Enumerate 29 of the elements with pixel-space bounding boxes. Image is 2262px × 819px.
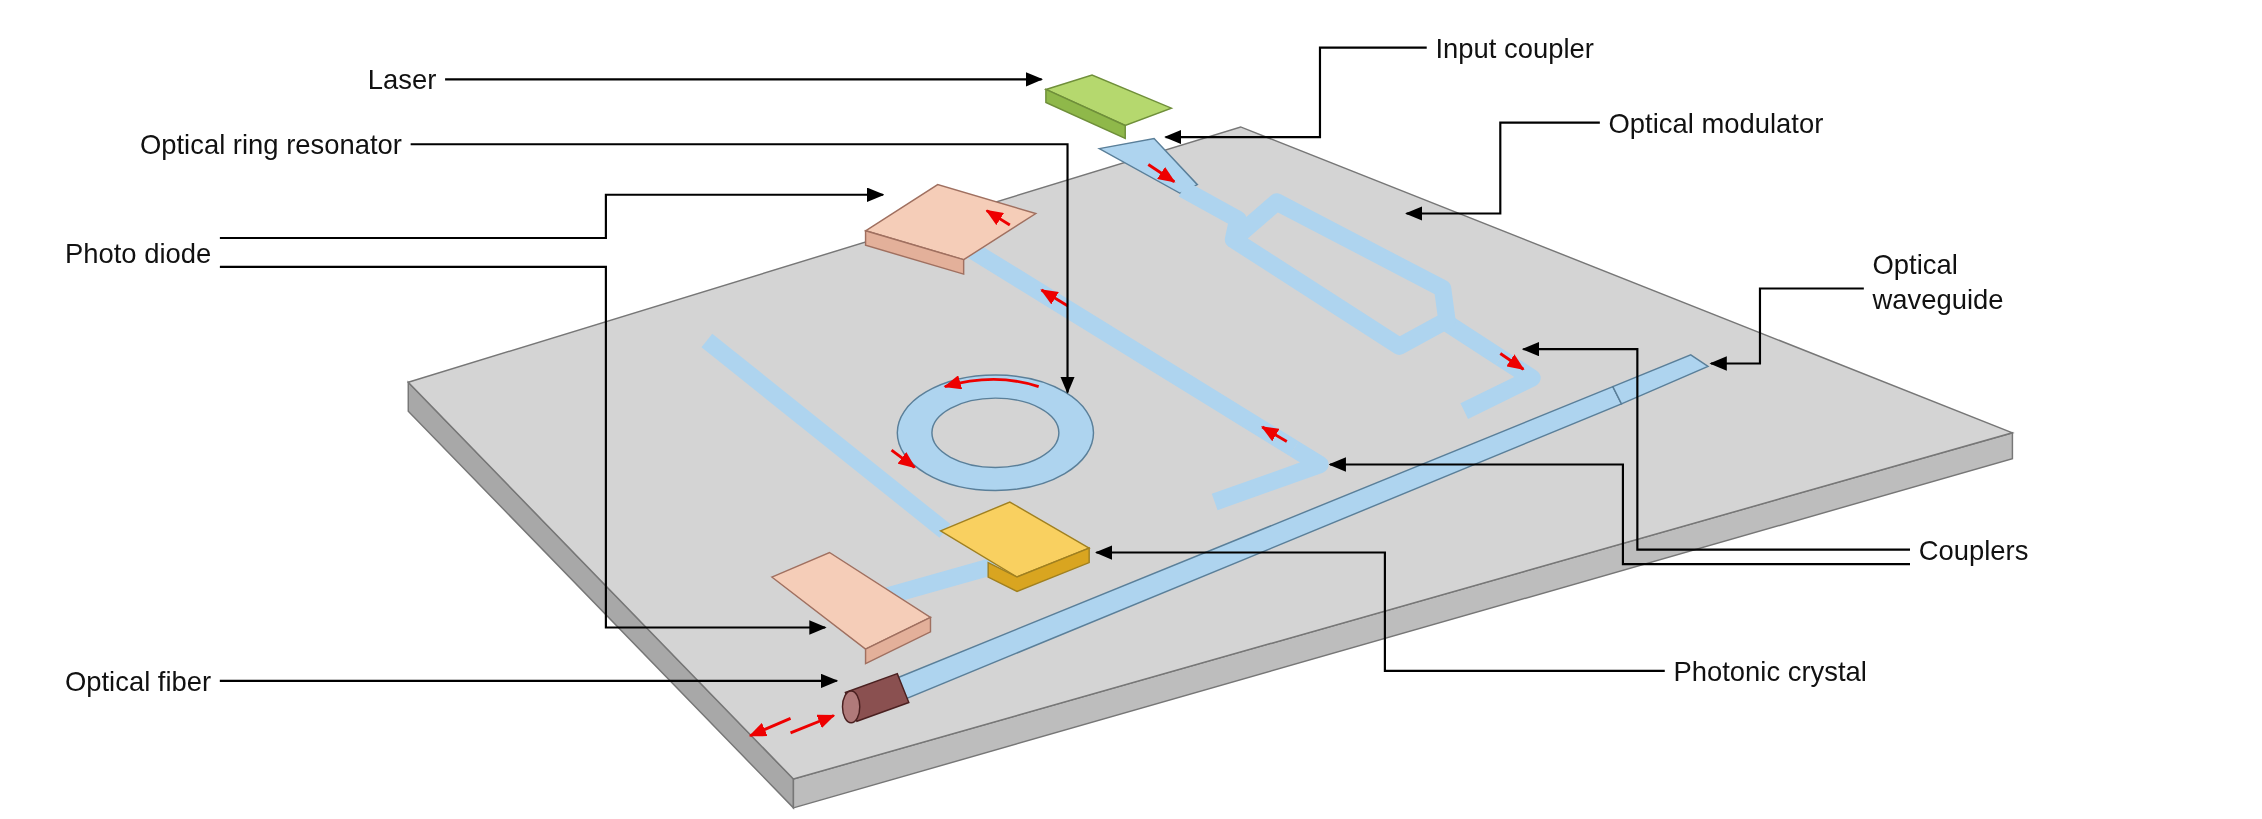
photodiode-block: [863, 183, 1038, 276]
input-coupler-taper: [1097, 137, 1199, 195]
callout-label: Photo diode: [64, 236, 212, 271]
leader-line: [1328, 457, 1910, 566]
leader-line: [1405, 121, 1600, 221]
photodiode-block: [770, 551, 932, 665]
laser-block: [1043, 74, 1174, 140]
leader-line: [1709, 287, 1864, 371]
callout-label: Couplers: [1918, 533, 2029, 568]
callout-label: Optical modulator: [1608, 106, 1824, 141]
photonic-crystal-block: [939, 501, 1091, 593]
leader-line: [219, 187, 885, 240]
callout-label: Photonic crystal: [1673, 654, 1867, 690]
leader-line: [410, 143, 1075, 394]
callout-label: Optical ring resonator: [139, 128, 402, 163]
leader-line: [445, 72, 1043, 87]
optical-fiber: [841, 672, 910, 724]
leader-line: [219, 265, 827, 635]
callout-label: Laser: [367, 63, 437, 98]
leader-line: [1164, 46, 1427, 145]
callout-label: Optical fiber: [64, 665, 212, 700]
callout-label: Input coupler: [1435, 31, 1594, 66]
callout-label: Optical waveguide: [1872, 248, 2032, 317]
leader-line: [1521, 341, 1910, 551]
coupler-waveguide-bend: [1211, 441, 1329, 511]
leader-line: [219, 673, 839, 689]
leader-line: [1094, 545, 1665, 672]
waveguide-end: [1611, 354, 1710, 405]
coupler-waveguide-bend: [1460, 350, 1541, 419]
